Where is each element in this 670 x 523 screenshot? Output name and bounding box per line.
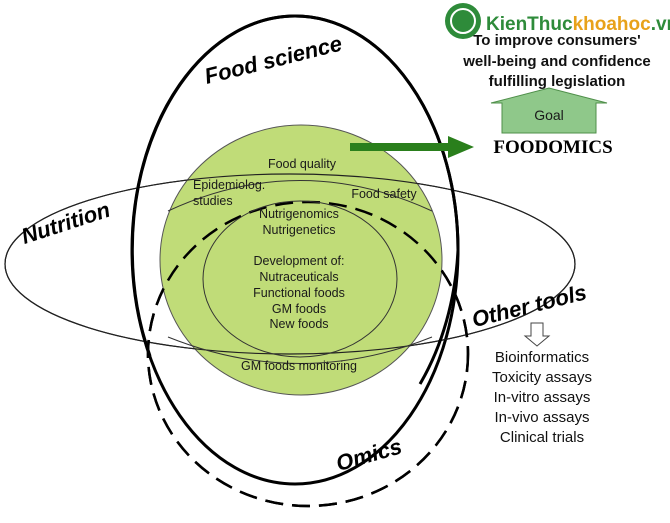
nutrition-label: Nutrition — [18, 197, 113, 249]
tool-bioinformatics: Bioinformatics — [495, 349, 589, 366]
tool-toxicity-assays: Toxicity assays — [492, 369, 592, 386]
down-arrow-icon — [523, 322, 551, 347]
watermark-brand-c: .vn — [651, 14, 670, 35]
goal-label: Goal — [534, 107, 564, 123]
tool-in-vivo-assays: In-vivo assays — [494, 409, 589, 426]
foodomics-circle — [159, 124, 443, 396]
goal-statement: To improve consumers' well-being and con… — [462, 32, 651, 90]
food-safety-label: Food safety — [351, 187, 417, 201]
lower-crossing-line — [167, 336, 433, 364]
other-tools-label: Other tools — [469, 279, 589, 332]
goal-line-3: fulfilling legislation — [489, 73, 626, 90]
foodomics-arrow — [350, 136, 474, 158]
goal-line-2: well-being and confidence — [462, 53, 651, 70]
goal-arrow: Goal — [490, 87, 608, 134]
tool-clinical-trials: Clinical trials — [500, 429, 584, 446]
development-label-2: Functional foods — [253, 286, 345, 300]
up-arrow-icon — [490, 87, 608, 134]
development-ellipse — [202, 200, 398, 358]
development-label-0: Development of: — [253, 254, 344, 268]
nutrigenomics-label: Nutrigenomics — [259, 207, 339, 221]
watermark: KienThuckhoahoc.vn — [445, 3, 670, 39]
goal-line-1: To improve consumers' — [473, 32, 641, 49]
watermark-brand-b: khoahoc — [573, 14, 652, 35]
gm-monitoring-label: GM foods monitoring — [241, 359, 357, 373]
nutrigenetics-label: Nutrigenetics — [263, 223, 336, 237]
right-arrow-icon — [350, 136, 474, 158]
foodomics-title: FOODOMICS — [493, 137, 612, 158]
upper-crossing-line — [167, 180, 433, 212]
omics-label: Omics — [333, 434, 405, 477]
development-label-1: Nutraceuticals — [259, 270, 338, 284]
watermark-brand-a: KienThuc — [486, 14, 573, 35]
development-label-4: New foods — [269, 317, 328, 331]
svg-text:KienThuckhoahoc.vn: KienThuckhoahoc.vn — [486, 14, 670, 35]
development-label-3: GM foods — [272, 302, 326, 316]
food-quality-label: Food quality — [268, 157, 337, 171]
tool-in-vitro-assays: In-vitro assays — [494, 389, 591, 406]
epidemiology-label-1: Epidemiolog. — [193, 178, 265, 192]
epidemiology-label-2: studies — [193, 194, 233, 208]
tools-list: Bioinformatics Toxicity assays In-vitro … — [492, 349, 592, 446]
